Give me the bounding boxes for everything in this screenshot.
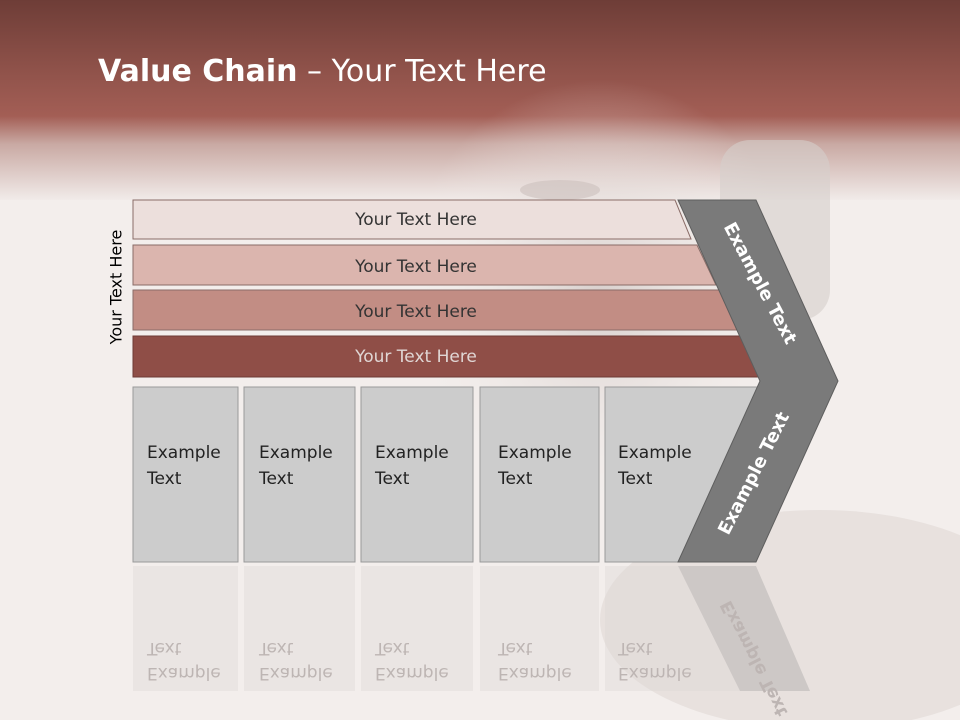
box-1-line2: Text	[146, 469, 182, 489]
slide-title: Value Chain – Your Text Here	[98, 54, 547, 89]
box-5-reflection	[605, 566, 740, 691]
box-4-reflection	[480, 566, 599, 691]
chevron-reflection	[678, 566, 810, 691]
box-2-reflection-line1: Example	[259, 663, 333, 683]
box-2-reflection-line2: Text	[258, 638, 294, 658]
box-4-reflection-line1: Example	[498, 663, 572, 683]
bar-2: Your Text Here	[132, 244, 717, 286]
bar-1-shape	[132, 199, 692, 240]
box-3-reflection-line1: Example	[375, 663, 449, 683]
box-2: Example Text	[243, 386, 356, 563]
box-5: Example Text	[604, 386, 761, 563]
bar-3-label: Your Text Here	[354, 302, 477, 322]
box-5-line2: Text	[617, 469, 653, 489]
bar-2-label: Your Text Here	[354, 257, 477, 277]
box-5-reflection-line2: Text	[617, 638, 653, 658]
box-3: Example Text	[360, 386, 474, 563]
bar-1: Your Text Here	[132, 199, 692, 240]
box-5-reflection-line1: Example	[618, 663, 692, 683]
box-1-shape	[132, 386, 239, 563]
bar-4-label: Your Text Here	[354, 347, 477, 367]
box-4-shape	[479, 386, 600, 563]
box-3-reflection	[361, 566, 473, 691]
box-1-reflection-line1: Example	[147, 663, 221, 683]
bar-4: Your Text Here	[132, 335, 763, 378]
title-rest: – Your Text Here	[297, 54, 547, 89]
box-1-line1: Example	[147, 443, 221, 463]
box-4-line1: Example	[498, 443, 572, 463]
box-4-reflection-line2: Text	[497, 638, 533, 658]
box-4-line2: Text	[497, 469, 533, 489]
box-2-reflection	[244, 566, 355, 691]
box-3-shape	[360, 386, 474, 563]
box-1-reflection-line2: Text	[146, 638, 182, 658]
box-4: Example Text	[479, 386, 600, 563]
box-5-line1: Example	[618, 443, 692, 463]
bar-3: Your Text Here	[132, 289, 740, 331]
box-3-line1: Example	[375, 443, 449, 463]
box-2-line1: Example	[259, 443, 333, 463]
box-3-reflection-line2: Text	[374, 638, 410, 658]
chevron-shape	[677, 199, 839, 563]
box-2-shape	[243, 386, 356, 563]
reflection	[133, 566, 810, 691]
box-1-reflection	[133, 566, 238, 691]
bar-1-label: Your Text Here	[354, 210, 477, 230]
box-3-line2: Text	[374, 469, 410, 489]
title-bold: Value Chain	[98, 54, 298, 89]
box-2-line2: Text	[258, 469, 294, 489]
box-1: Example Text	[132, 386, 239, 563]
